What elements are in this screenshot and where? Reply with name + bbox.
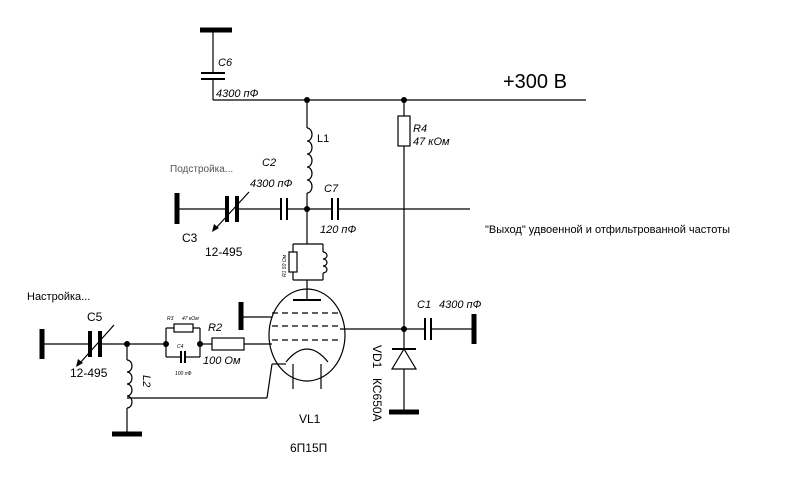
r1-value: 50 Ом bbox=[282, 254, 288, 269]
c6-ref: C6 bbox=[218, 57, 233, 69]
l2-inductor bbox=[112, 344, 142, 437]
r1-ref: R1 bbox=[282, 270, 288, 277]
vd1-zener-diode bbox=[389, 329, 419, 415]
c3-variable-capacitor bbox=[174, 191, 250, 232]
screen-grid-feed bbox=[238, 302, 272, 330]
r3-c4-network bbox=[165, 323, 201, 363]
c3-value: 12-495 bbox=[205, 245, 243, 259]
r2-ref: R2 bbox=[208, 322, 222, 334]
r4-value: 47 кОм bbox=[413, 136, 450, 148]
c7-capacitor bbox=[307, 198, 470, 220]
c5-variable-capacitor bbox=[39, 324, 166, 367]
vl1-pentode-tube bbox=[268, 288, 346, 389]
r4-ref: R4 bbox=[413, 123, 427, 135]
r4-resistor bbox=[397, 100, 411, 329]
r3-ref: R3 bbox=[167, 316, 174, 322]
c1-ref: C1 bbox=[417, 299, 431, 311]
c6-value: 4300 пФ bbox=[216, 88, 259, 100]
tuning-note: Настройка... bbox=[27, 291, 90, 303]
c1-capacitor bbox=[424, 314, 477, 344]
c2-value: 4300 пФ bbox=[250, 178, 293, 190]
c2-ref: C2 bbox=[262, 157, 276, 169]
c4-value: 100 пФ bbox=[175, 371, 191, 377]
c2-capacitor bbox=[239, 198, 307, 220]
trim-note: Подстройка... bbox=[170, 164, 233, 175]
tube-type: 6П15П bbox=[290, 441, 327, 455]
r2-value: 100 Ом bbox=[203, 355, 241, 367]
output-note: "Выход" удвоенной и отфильтрованной част… bbox=[485, 224, 730, 236]
r1-parasitic-suppressor bbox=[288, 209, 328, 300]
node-r3-left bbox=[163, 341, 169, 347]
c7-ref: C7 bbox=[324, 183, 339, 195]
r2-resistor bbox=[200, 337, 272, 351]
vd1-ref: VD1 bbox=[370, 345, 384, 369]
l2-ref: L2 bbox=[140, 375, 152, 387]
cathode-return bbox=[127, 363, 286, 399]
c1-value: 4300 пФ bbox=[439, 299, 482, 311]
c3-ref: C3 bbox=[182, 231, 198, 245]
c4-ref: C4 bbox=[177, 344, 184, 350]
l1-inductor bbox=[306, 100, 313, 210]
c5-value: 12-495 bbox=[70, 366, 108, 380]
supply-voltage-label: +300 В bbox=[503, 71, 567, 93]
r3-value: 47 кОм bbox=[182, 316, 199, 322]
tube-ref: VL1 bbox=[299, 412, 321, 426]
c6-capacitor bbox=[200, 27, 232, 100]
vd1-type: КС650А bbox=[370, 378, 384, 422]
c7-value: 120 пФ bbox=[320, 224, 356, 236]
l1-ref: L1 bbox=[317, 133, 329, 145]
c5-ref: C5 bbox=[87, 310, 103, 324]
r1-label: R1 50 Ом bbox=[282, 254, 288, 277]
